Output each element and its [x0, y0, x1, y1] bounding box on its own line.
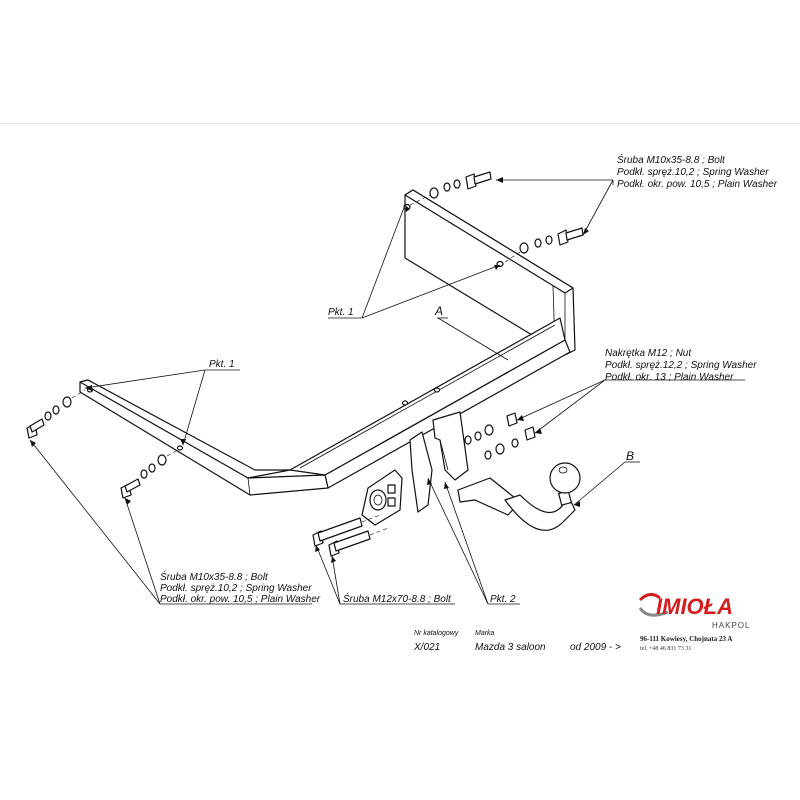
- catalog-year: od 2009 - >: [570, 642, 621, 653]
- label-part-b: B: [626, 449, 634, 463]
- label-bolt-m12: Śruba M12x70-8.8 ; Bolt: [343, 592, 452, 605]
- mounting-plate: [361, 431, 433, 526]
- tow-ball-part-b: [457, 462, 581, 531]
- logo-text: IMIOŁA: [656, 594, 733, 619]
- nut-set: [464, 412, 536, 460]
- label-pkt2: Pkt. 2: [490, 594, 516, 605]
- crossbar-part-a: [79, 189, 576, 496]
- company-logo: IMIOŁA HAKPOL: [638, 593, 750, 630]
- label-bolt-bottom-1: Śruba M10x35-8.8 ; Bolt: [160, 570, 269, 583]
- left-bolt-set: [26, 389, 179, 499]
- label-pkt1-top: Pkt. 1: [328, 307, 354, 318]
- label-nut-3: Podkł. okr. 13 ; Plain Washer: [605, 372, 734, 383]
- catalog-nr-label: Nr katalogowy: [414, 630, 459, 637]
- m12-bolts: [312, 514, 389, 557]
- company-phone: tel. +48 46 831 73 31: [640, 646, 691, 652]
- top-divider: [0, 123, 800, 124]
- label-part-a: A: [434, 304, 443, 318]
- label-bolt-top-right-1: Śruba M10x35-8.8 ; Bolt: [617, 153, 726, 166]
- catalog-brand-label: Marka: [475, 630, 495, 637]
- logo-subtext: HAKPOL: [712, 621, 750, 630]
- catalog-nr-value: X/021: [413, 642, 440, 653]
- label-bolt-bottom-2: Podkł. spręż.10,2 ; Spring Washer: [160, 583, 312, 594]
- label-bolt-bottom-3: Podkł. okr. pow. 10,5 ; Plain Washer: [160, 594, 321, 605]
- company-address: 96-111 Kowiesy, Chojnata 23 A: [640, 635, 732, 643]
- leader-lines: [29, 179, 745, 605]
- label-bolt-top-right-2: Podkł. spręż.10,2 ; Spring Washer: [617, 167, 769, 178]
- top-right-bolt-set: [409, 171, 584, 263]
- catalog-model: Mazda 3 saloon: [475, 642, 546, 653]
- label-bolt-top-right-3: Podkł. okr. pow. 10,5 ; Plain Washer: [617, 179, 778, 190]
- label-nut-2: Podkł. spręż.12,2 ; Spring Washer: [605, 360, 757, 371]
- label-nut-1: Nakrętka M12 ; Nut: [605, 348, 692, 359]
- arrowheads: [30, 177, 589, 563]
- label-pkt1-left: Pkt. 1: [209, 359, 235, 370]
